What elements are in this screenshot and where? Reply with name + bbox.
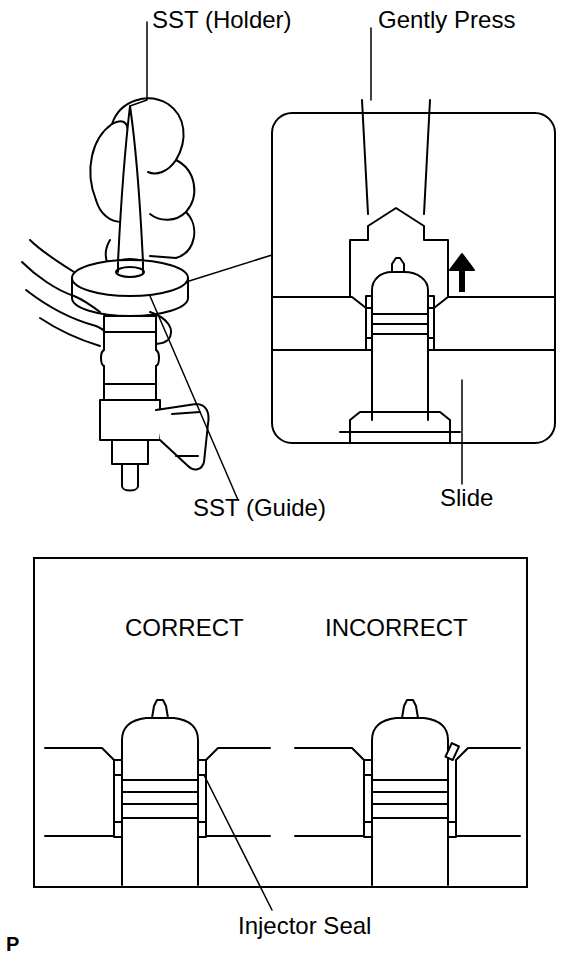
verdict-label: INCORRECT (325, 614, 468, 642)
part-label: SST (Guide) (193, 494, 326, 522)
page-mark: P (6, 930, 19, 958)
comparison-box: CORRECT INCORRECT (33, 557, 528, 888)
motion-label: Slide (440, 484, 493, 512)
part-label: SST (Holder) (152, 6, 292, 34)
verdict-label: CORRECT (125, 614, 244, 642)
instruction-label: Gently Press (378, 6, 515, 34)
part-label: Injector Seal (238, 912, 371, 940)
